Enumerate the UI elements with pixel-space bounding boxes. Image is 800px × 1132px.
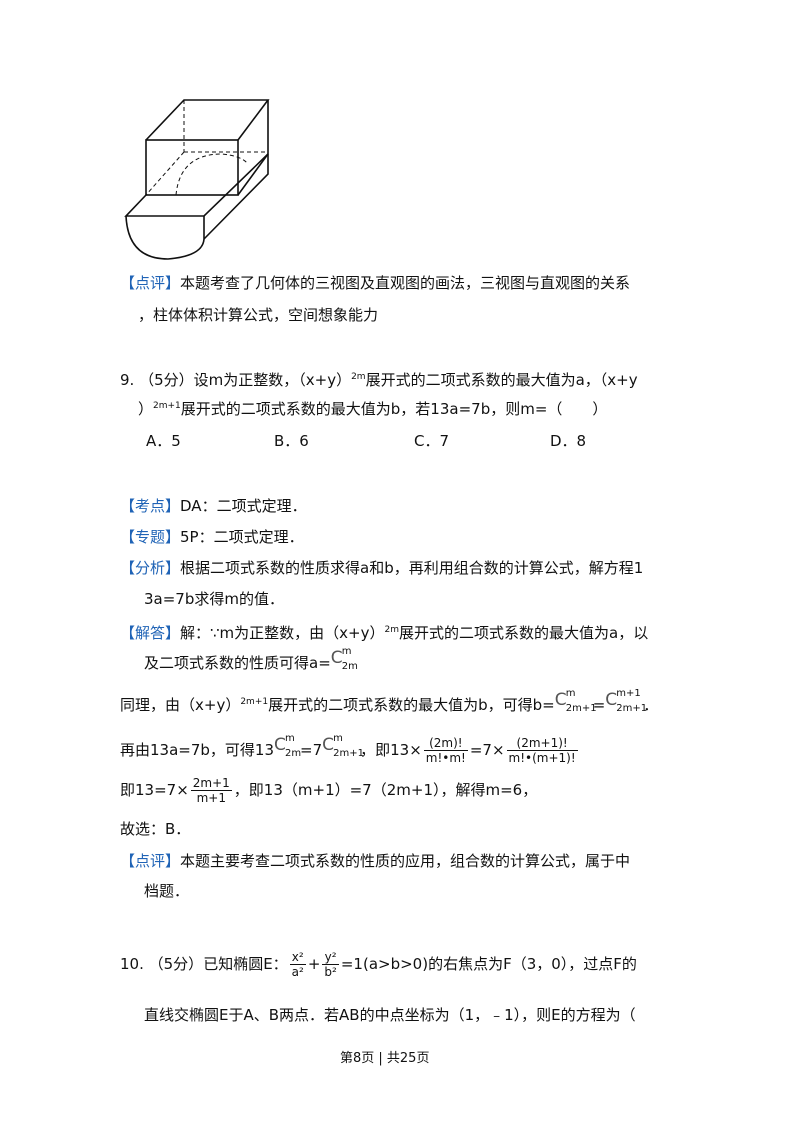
jieda-text: 及二项式系数的性质可得a=	[144, 654, 331, 672]
fraction-denominator: a²	[291, 965, 304, 979]
exponent: 2m	[351, 372, 366, 382]
fraction-numerator: (2m+1)!	[506, 736, 578, 751]
exponent: 2m	[384, 625, 400, 635]
review-tag: 【点评】	[120, 852, 181, 870]
exponent: 2m+1	[240, 697, 269, 707]
jieda-text: 即13=7×	[120, 781, 189, 799]
kaodian-tag: 【考点】	[120, 497, 181, 515]
review8-line2: ，柱体体积计算公式，空间想象能力	[138, 306, 379, 324]
fraction-denominator: m!•(m+1)!	[508, 751, 576, 765]
jieda-text: =7×	[469, 741, 505, 759]
question-number: 9.	[120, 371, 135, 389]
fraction-numerator: 2m+1	[190, 776, 232, 791]
review-tag: 【点评】	[120, 274, 181, 292]
fraction-denominator: m!•m!	[425, 751, 466, 765]
fraction-numerator: y²	[322, 950, 339, 965]
jieda-text: 展开式的二项式系数的最大值为b，可得b=	[268, 696, 555, 714]
fenxi-text: 根据二项式系数的性质求得a和b，再利用组合数的计算公式，解方程1	[180, 559, 644, 577]
kaodian-text: DA：二项式定理．	[180, 497, 307, 515]
jieda-line6: 故选：B．	[120, 820, 191, 838]
fraction: (2m+1)!m!•(m+1)!	[506, 736, 578, 765]
comb-sub: 2m+1	[616, 702, 648, 714]
comb-sup: m	[341, 645, 352, 657]
equals-sign: =	[592, 696, 606, 714]
jieda-text: 解：∵m为正整数，由（x+y）	[180, 624, 385, 642]
review-text: 本题考查了几何体的三视图及直观图的画法，三视图与直观图的关系	[180, 274, 631, 292]
jieda-text: =7	[300, 741, 323, 759]
jieda-text: 展开式的二项式系数的最大值为a，以	[399, 624, 649, 642]
review-text: 本题主要考查二项式系数的性质的应用，组合数的计算公式，属于中	[180, 852, 631, 870]
question-score: （5分）	[139, 371, 194, 389]
q9-stem-text: ）	[138, 400, 154, 418]
kaodian-line: 【考点】DA：二项式定理．	[120, 495, 307, 516]
jieda-text: 再由13a=7b，可得13	[120, 741, 274, 759]
fraction-numerator: (2m)!	[423, 736, 468, 751]
fraction: (2m)!m!•m!	[423, 736, 468, 765]
comb-sub: 2m+1	[565, 702, 597, 714]
q9-option-b: B．6	[274, 432, 309, 450]
zhuanti-text: 5P：二项式定理．	[180, 528, 304, 546]
q9-option-a: A．5	[146, 432, 181, 450]
fenxi-line2: 3a=7b求得m的值．	[144, 590, 284, 608]
comb-sup: m	[565, 687, 576, 699]
fraction-numerator: x²	[289, 950, 306, 965]
q10-line2: 直线交椭圆E于A、B两点．若AB的中点坐标为（1，﹣1），则E的方程为（	[144, 1006, 636, 1024]
q10-stem-text: =1(a>b>0)的右焦点为F（3，0），过点F的	[340, 955, 637, 973]
fraction-denominator: b²	[324, 965, 337, 979]
q9-stem-text: 设m为正整数，（x+y）	[193, 371, 352, 389]
review9-line2: 档题．	[144, 882, 190, 900]
zhuanti-line: 【专题】5P：二项式定理．	[120, 526, 304, 547]
comb-sub: 2m	[285, 747, 302, 759]
q9-line1: 9. （5分）设m为正整数，（x+y）2m展开式的二项式系数的最大值为a，（x+…	[120, 369, 638, 390]
comb-sub: 2m+1	[333, 747, 364, 759]
jieda-text: ，即13（m+1）=7（2m+1），解得m=6，	[233, 781, 538, 799]
jieda-text: 同理，由（x+y）	[120, 696, 241, 714]
review8-line1: 【点评】本题考查了几何体的三视图及直观图的画法，三视图与直观图的关系	[120, 272, 630, 293]
fraction-denominator: m+1	[196, 791, 226, 805]
comb-sup: m+1	[616, 687, 641, 699]
question-score: （5分）	[148, 955, 204, 973]
comb-sup: m	[333, 732, 343, 744]
plus-sign: +	[307, 955, 321, 973]
exponent: 2m+1	[153, 401, 181, 411]
fenxi-tag: 【分析】	[120, 559, 181, 577]
solid-figure-diagram	[124, 99, 270, 260]
comb-sup: m	[285, 732, 295, 744]
q9-line2: ）2m+1展开式的二项式系数的最大值为b，若13a=7b，则m=（ ）	[138, 398, 607, 419]
period: ．	[643, 696, 659, 714]
jieda-text: ，即13×	[360, 741, 422, 759]
fenxi-line1: 【分析】根据二项式系数的性质求得a和b，再利用组合数的计算公式，解方程1	[120, 557, 643, 578]
jieda-tag: 【解答】	[120, 624, 181, 642]
review9-line1: 【点评】本题主要考查二项式系数的性质的应用，组合数的计算公式，属于中	[120, 850, 630, 871]
comb-sub: 2m	[341, 660, 358, 672]
jieda-line1: 【解答】解：∵m为正整数，由（x+y）2m展开式的二项式系数的最大值为a，以	[120, 622, 648, 643]
q9-stem-text: 展开式的二项式系数的最大值为a，（x+y	[365, 371, 638, 389]
question-number: 10.	[120, 955, 144, 973]
q9-stem-text: 展开式的二项式系数的最大值为b，若13a=7b，则m=（ ）	[180, 400, 608, 418]
q9-option-d: D．8	[550, 432, 587, 450]
zhuanti-tag: 【专题】	[120, 528, 181, 546]
page-footer: 第8页 | 共25页	[340, 1051, 430, 1066]
q10-stem-text: 已知椭圆E：	[203, 955, 288, 973]
q9-option-c: C．7	[414, 432, 450, 450]
